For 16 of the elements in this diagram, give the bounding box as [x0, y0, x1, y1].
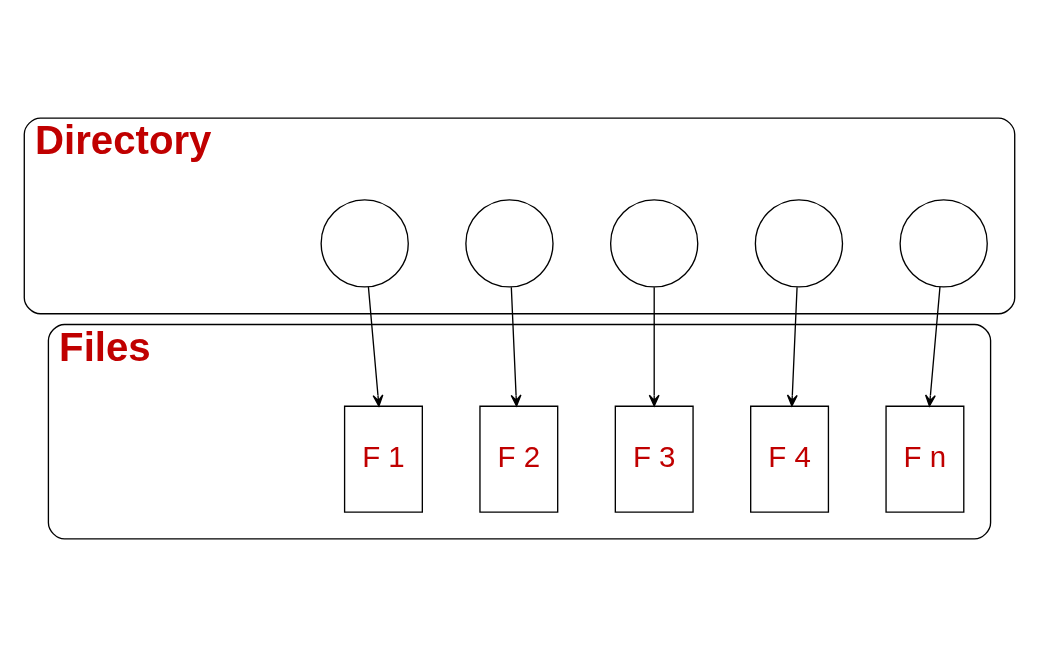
cluster: Directory	[23, 116, 1016, 314]
node-box: F 2	[479, 405, 559, 513]
node-box: F 3	[614, 405, 694, 513]
node-box: F n	[885, 405, 965, 513]
node-circle	[899, 198, 988, 288]
arrow	[786, 286, 798, 407]
arrow	[510, 286, 522, 407]
node-circle	[320, 198, 409, 288]
node-box: F 4	[750, 405, 830, 513]
arrow	[648, 286, 660, 407]
node-box: F 1	[343, 405, 423, 513]
arrow	[367, 285, 384, 407]
node-circle	[609, 198, 699, 288]
arrow	[924, 285, 941, 407]
node-circle	[754, 198, 844, 288]
node-circle	[465, 198, 554, 288]
